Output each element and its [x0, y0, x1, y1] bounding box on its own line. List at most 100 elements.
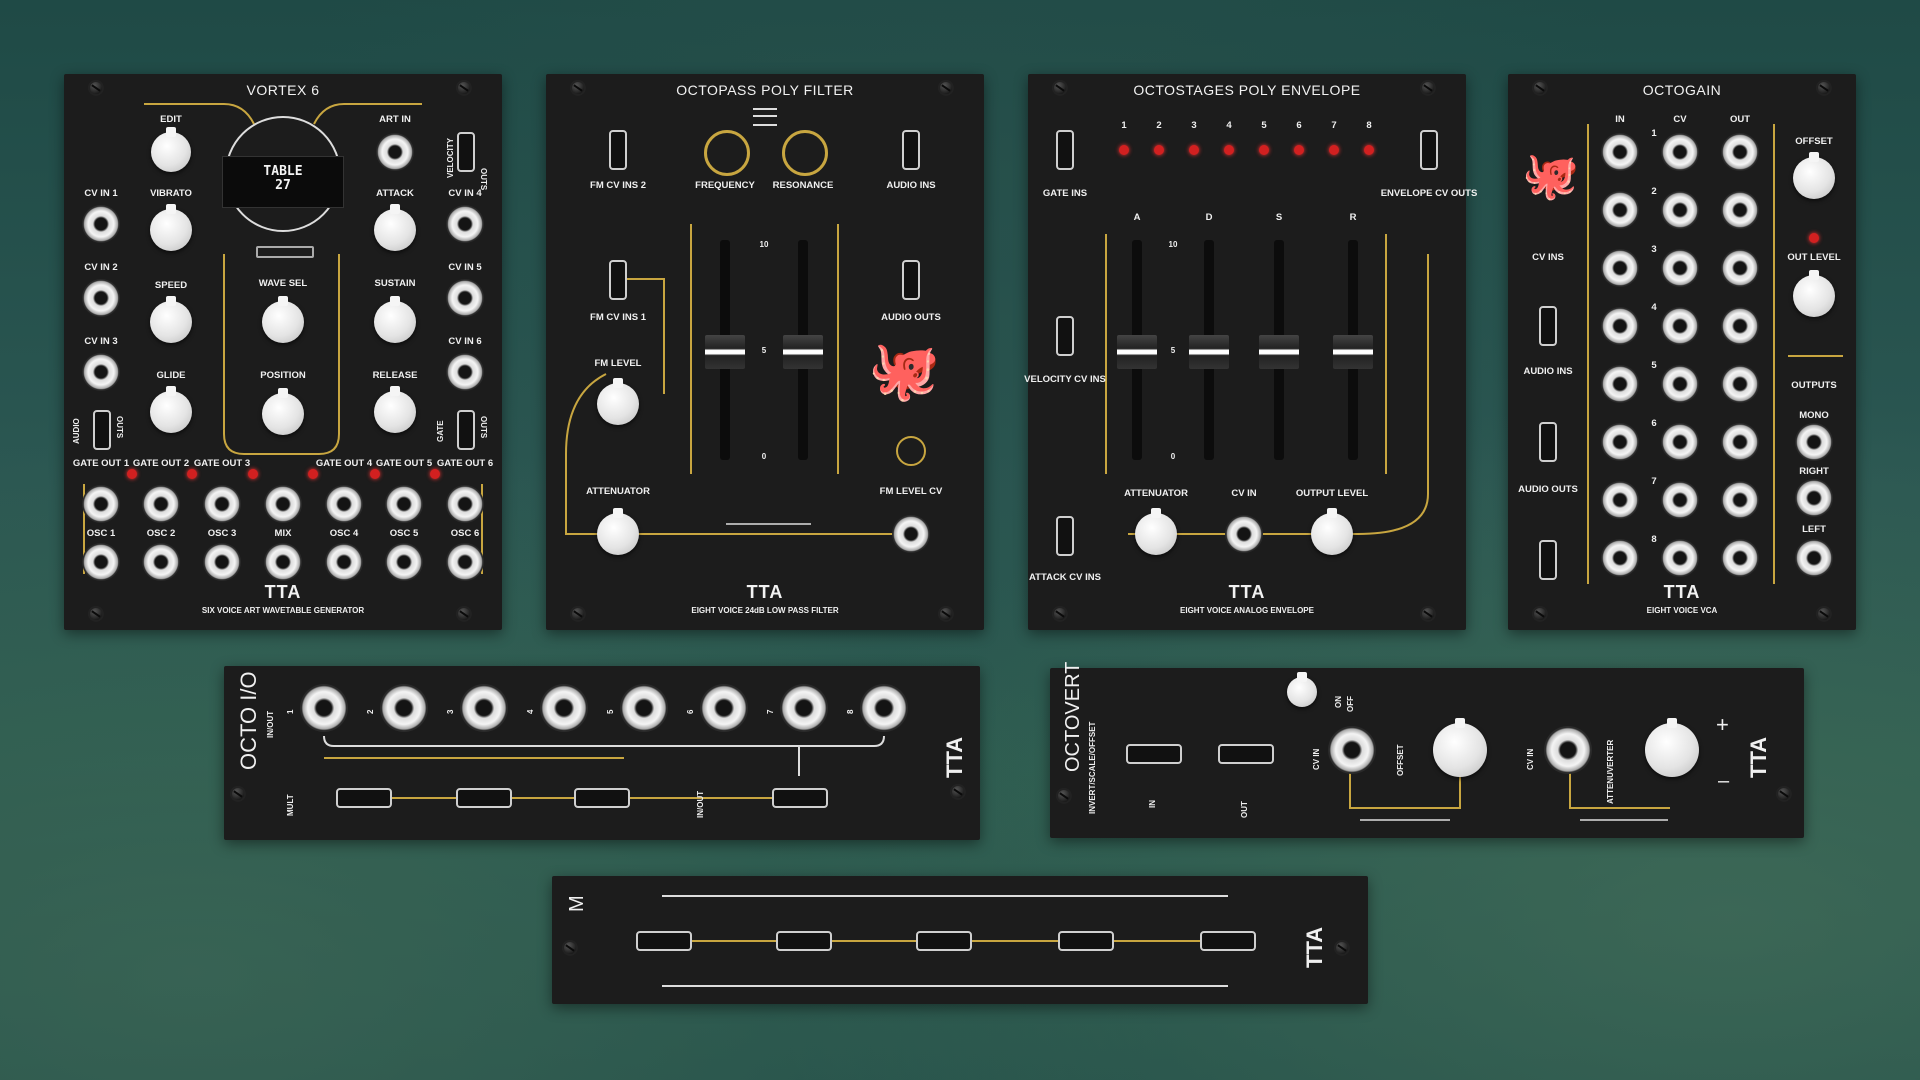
offset-knob[interactable]	[1793, 152, 1835, 199]
osc-2-jack[interactable]	[142, 543, 180, 581]
audio-outs-switch[interactable]	[1539, 540, 1557, 580]
cv-jack[interactable]	[1661, 539, 1699, 577]
cv-in-4-jack[interactable]	[446, 205, 484, 243]
output-level-knob[interactable]	[1311, 508, 1353, 555]
out-socket[interactable]	[1218, 744, 1274, 764]
io-jack[interactable]	[460, 684, 508, 732]
in-jack[interactable]	[1601, 423, 1639, 461]
osc-3-jack[interactable]	[203, 543, 241, 581]
envelope-cv-outs-switch[interactable]	[1420, 130, 1438, 170]
frequency-fader[interactable]	[705, 335, 745, 369]
mult-socket-3[interactable]	[574, 788, 630, 808]
attack-knob[interactable]	[374, 204, 416, 251]
mult-socket-3[interactable]	[916, 931, 972, 951]
io-jack[interactable]	[300, 684, 348, 732]
left-jack[interactable]	[1795, 539, 1833, 577]
osc-5-jack[interactable]	[385, 543, 423, 581]
offset-cv-in-jack[interactable]	[1328, 726, 1376, 774]
in-out-socket[interactable]	[772, 788, 828, 808]
attenuator-knob[interactable]	[1135, 508, 1177, 555]
velocity-cv-ins-switch[interactable]	[1056, 316, 1074, 356]
gate-out-6-jack[interactable]	[446, 485, 484, 523]
in-jack[interactable]	[1601, 191, 1639, 229]
cv-jack[interactable]	[1661, 481, 1699, 519]
cv-ins-switch[interactable]	[1539, 306, 1557, 346]
fm-cv-ins-1-switch[interactable]	[609, 260, 627, 300]
out-jack[interactable]	[1721, 133, 1759, 171]
menu-icon[interactable]	[753, 108, 777, 126]
in-jack[interactable]	[1601, 249, 1639, 287]
resonance-knob[interactable]	[782, 130, 828, 176]
cv-jack[interactable]	[1661, 423, 1699, 461]
gate-ins-switch[interactable]	[1056, 130, 1074, 170]
in-jack[interactable]	[1601, 307, 1639, 345]
io-jack[interactable]	[540, 684, 588, 732]
audio-outs-switch[interactable]	[902, 260, 920, 300]
out-jack[interactable]	[1721, 307, 1759, 345]
mult-socket-1[interactable]	[336, 788, 392, 808]
velocity-outs-switch[interactable]	[457, 132, 475, 172]
right-jack[interactable]	[1795, 479, 1833, 517]
sustain-fader[interactable]	[1259, 335, 1299, 369]
out-jack[interactable]	[1721, 481, 1759, 519]
decay-fader[interactable]	[1189, 335, 1229, 369]
mult-socket-2[interactable]	[456, 788, 512, 808]
audio-outs-switch-left[interactable]	[93, 410, 111, 450]
frequency-knob[interactable]	[704, 130, 750, 176]
attack-cv-ins-switch[interactable]	[1056, 516, 1074, 556]
osc-6-jack[interactable]	[446, 543, 484, 581]
mult-socket-2[interactable]	[776, 931, 832, 951]
art-in-jack[interactable]	[376, 133, 414, 171]
audio-ins-switch[interactable]	[1539, 422, 1557, 462]
in-jack[interactable]	[1601, 539, 1639, 577]
out-jack[interactable]	[1721, 249, 1759, 287]
resonance-fader[interactable]	[783, 335, 823, 369]
cv-in-6-jack[interactable]	[446, 353, 484, 391]
gate-out-2-jack[interactable]	[142, 485, 180, 523]
cv-jack[interactable]	[1661, 133, 1699, 171]
cv-in-3-jack[interactable]	[82, 353, 120, 391]
fm-level-knob[interactable]	[597, 378, 639, 425]
out-jack[interactable]	[1721, 423, 1759, 461]
io-jack[interactable]	[700, 684, 748, 732]
cv-jack[interactable]	[1661, 365, 1699, 403]
osc-4-jack[interactable]	[325, 543, 363, 581]
position-knob[interactable]	[262, 388, 304, 435]
release-fader[interactable]	[1333, 335, 1373, 369]
attenuverter-cv-in-jack[interactable]	[1544, 726, 1592, 774]
attenuator-knob[interactable]	[597, 508, 639, 555]
wave-sel-knob[interactable]	[262, 296, 304, 343]
speed-knob[interactable]	[150, 296, 192, 343]
in-jack[interactable]	[1601, 133, 1639, 171]
cv-in-jack[interactable]	[1225, 515, 1263, 553]
gate-out-3-jack[interactable]	[203, 485, 241, 523]
mix-jack[interactable]	[264, 543, 302, 581]
attenuverter-knob[interactable]	[1645, 718, 1699, 777]
gate-mid-jack[interactable]	[264, 485, 302, 523]
out-jack[interactable]	[1721, 539, 1759, 577]
mono-jack[interactable]	[1795, 423, 1833, 461]
out-jack[interactable]	[1721, 191, 1759, 229]
cv-in-2-jack[interactable]	[82, 279, 120, 317]
audio-ins-switch[interactable]	[902, 130, 920, 170]
gate-out-5-jack[interactable]	[385, 485, 423, 523]
cv-jack[interactable]	[1661, 307, 1699, 345]
mult-socket-4[interactable]	[1058, 931, 1114, 951]
gate-out-4-jack[interactable]	[325, 485, 363, 523]
fm-level-cv-jack[interactable]	[892, 515, 930, 553]
io-jack[interactable]	[860, 684, 908, 732]
offset-knob[interactable]	[1433, 718, 1487, 777]
cv-jack[interactable]	[1661, 191, 1699, 229]
cv-jack[interactable]	[1661, 249, 1699, 287]
vibrato-knob[interactable]	[150, 204, 192, 251]
edit-button[interactable]	[151, 127, 191, 172]
sustain-knob[interactable]	[374, 296, 416, 343]
in-jack[interactable]	[1601, 481, 1639, 519]
io-jack[interactable]	[780, 684, 828, 732]
out-level-knob[interactable]	[1793, 270, 1835, 317]
on-off-toggle[interactable]	[1287, 672, 1317, 707]
release-knob[interactable]	[374, 386, 416, 433]
out-jack[interactable]	[1721, 365, 1759, 403]
fm-cv-ins-2-switch[interactable]	[609, 130, 627, 170]
io-jack[interactable]	[620, 684, 668, 732]
